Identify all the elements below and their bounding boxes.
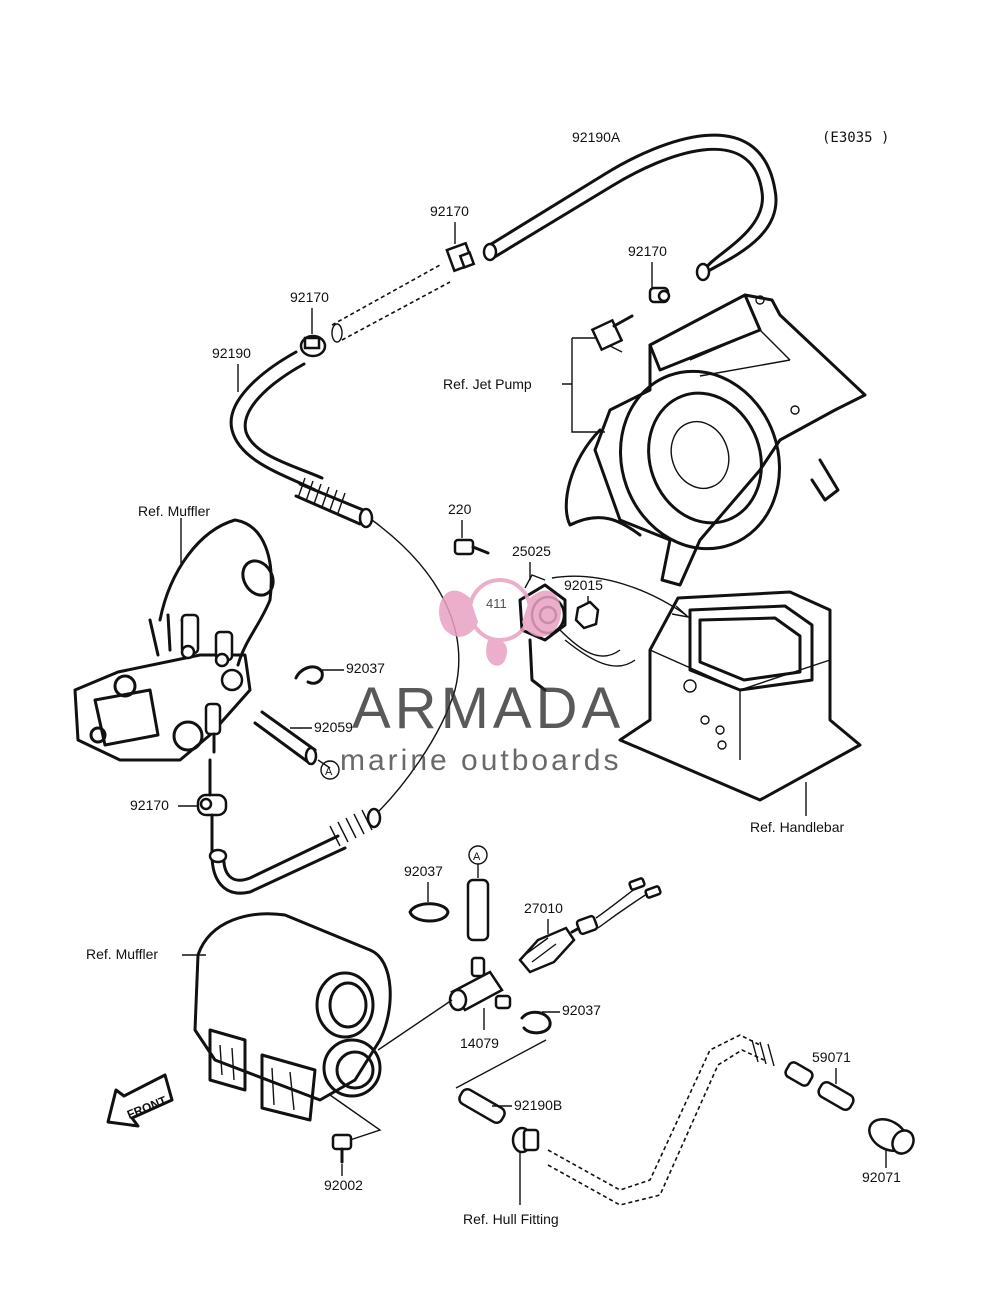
hose-lower-left bbox=[208, 758, 382, 895]
nut-92015 bbox=[574, 600, 600, 630]
callout-92059: 92059 bbox=[314, 719, 353, 735]
callout-27010: 27010 bbox=[524, 900, 563, 916]
dashed-hose-upper bbox=[331, 264, 451, 343]
callout-59071: 59071 bbox=[812, 1049, 851, 1065]
hose-92190 bbox=[229, 350, 374, 529]
callout-ref-muffler-top: Ref. Muffler bbox=[138, 503, 210, 519]
marker-a-bottom: A bbox=[468, 845, 488, 878]
cap-92071 bbox=[868, 1118, 915, 1155]
leader-jet-pump bbox=[562, 337, 605, 433]
marker-a-top-label: A bbox=[325, 766, 333, 778]
handlebar-base bbox=[618, 590, 862, 802]
callout-92037-right: 92037 bbox=[562, 1002, 601, 1018]
callout-220: 220 bbox=[448, 501, 472, 517]
tee-14079 bbox=[377, 956, 512, 1051]
watermark-tagline: marine outboards bbox=[340, 744, 621, 777]
callout-92037-top: 92037 bbox=[346, 660, 385, 676]
fitting-59071 bbox=[784, 1061, 855, 1111]
muffler-top bbox=[73, 518, 275, 762]
callout-92015: 92015 bbox=[564, 577, 603, 593]
watermark-brand: ARMADA bbox=[352, 676, 624, 741]
callout-ref-muffler-bottom: Ref. Muffler bbox=[86, 946, 158, 962]
callout-92190a: 92190A bbox=[572, 129, 621, 145]
diagram-code: (E3035 ) bbox=[822, 130, 889, 146]
hose-92190a bbox=[482, 133, 778, 282]
callout-92071: 92071 bbox=[862, 1169, 901, 1185]
hull-fitting bbox=[511, 1126, 540, 1205]
return-line bbox=[371, 519, 460, 813]
callout-92190: 92190 bbox=[212, 345, 251, 361]
callout-92170-top: 92170 bbox=[430, 203, 469, 219]
clamp-92170-bottom bbox=[196, 793, 228, 817]
pipe-92059 bbox=[253, 710, 331, 769]
clamp-92170-left bbox=[299, 334, 327, 358]
callout-14079: 14079 bbox=[460, 1035, 499, 1051]
pipe-a-bottom bbox=[466, 878, 490, 942]
clamp-92037-mid bbox=[408, 902, 450, 923]
clamp-92037-right bbox=[520, 1010, 552, 1035]
callout-ref-handlebar: Ref. Handlebar bbox=[750, 819, 845, 835]
clamp-92170-top bbox=[445, 241, 476, 273]
muffler-bottom bbox=[193, 912, 392, 1122]
callout-ref-jet-pump: Ref. Jet Pump bbox=[443, 376, 532, 392]
bolt-220 bbox=[453, 538, 490, 556]
watermark-badge-number: 411 bbox=[486, 596, 507, 611]
marker-a-bottom-label: A bbox=[473, 851, 481, 863]
marker-a-top: A bbox=[320, 760, 340, 780]
callout-92170-left: 92170 bbox=[290, 289, 329, 305]
sensor-27010 bbox=[518, 877, 662, 974]
hose-92190b bbox=[455, 1039, 547, 1124]
front-arrow: FRONT bbox=[106, 1073, 174, 1128]
bolt-92002 bbox=[329, 1094, 382, 1164]
callout-92170-right: 92170 bbox=[628, 243, 667, 259]
clamp-92037-top bbox=[294, 665, 324, 685]
callout-ref-hull-fitting: Ref. Hull Fitting bbox=[463, 1211, 559, 1227]
callout-25025: 25025 bbox=[512, 543, 551, 559]
intake-tube-dashed bbox=[547, 1034, 775, 1206]
callout-92190b: 92190B bbox=[514, 1097, 562, 1113]
callout-92037-mid: 92037 bbox=[404, 863, 443, 879]
clamp-92170-right bbox=[648, 286, 671, 304]
callout-92002: 92002 bbox=[324, 1177, 363, 1193]
watermark-logo: 411 bbox=[439, 578, 561, 666]
watermark: 411 ARMADA marine outboards bbox=[340, 578, 624, 777]
callout-92170-bottom: 92170 bbox=[130, 797, 169, 813]
jet-pump-fitting bbox=[590, 314, 634, 353]
jet-pump bbox=[564, 293, 867, 587]
